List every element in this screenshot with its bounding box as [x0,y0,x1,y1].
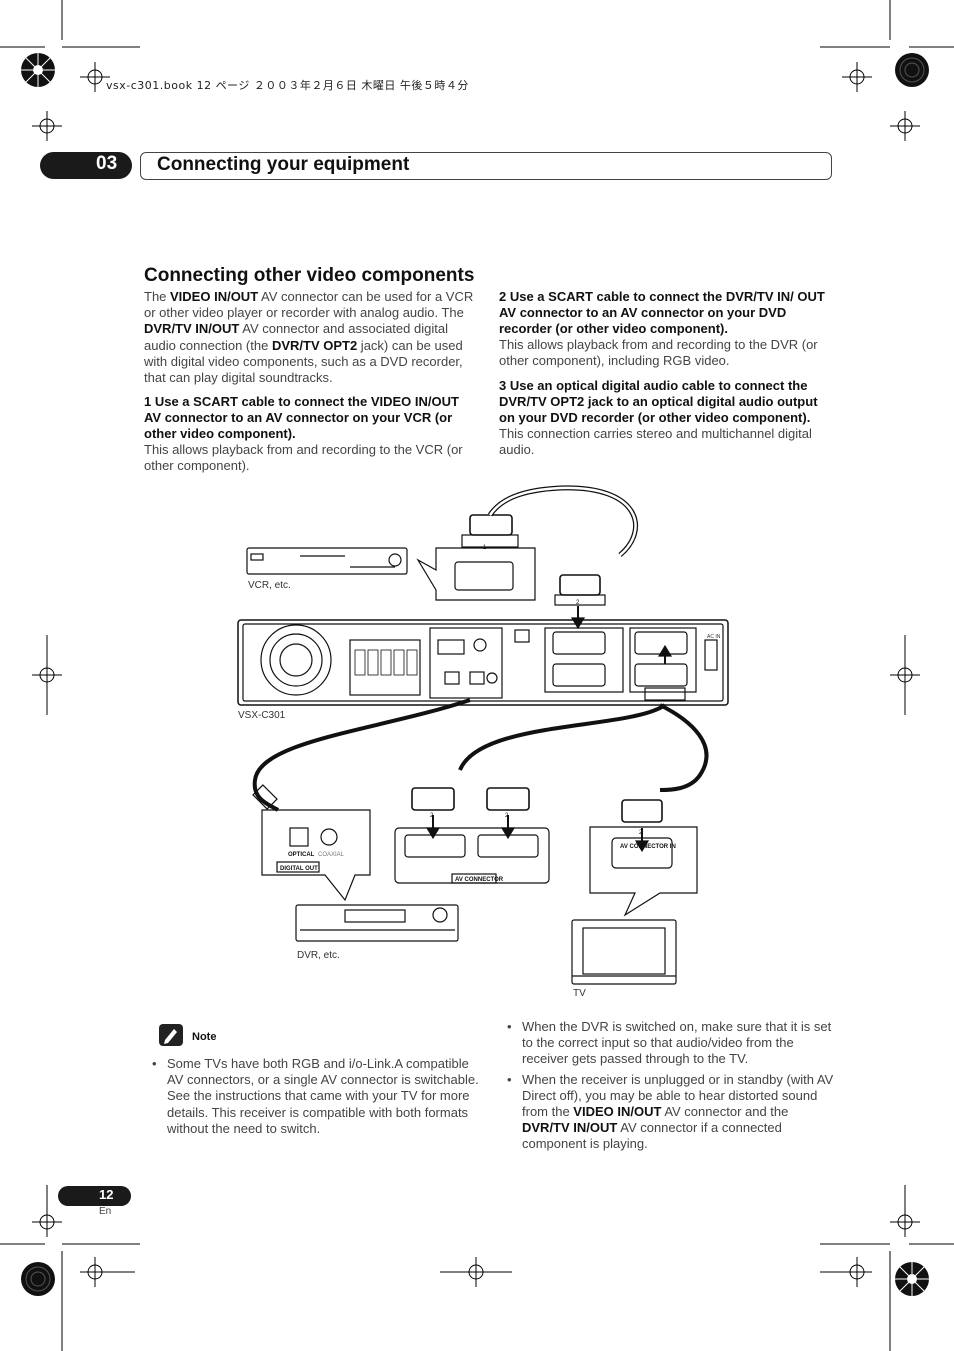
step2-dvr-marker-2: 2 [505,813,509,819]
chapter-number: 03 [96,153,118,174]
right-note-item-1: When the DVR is switched on, make sure t… [499,1019,834,1068]
tv-callout [589,826,698,917]
note-list: Some TVs have both RGB and i/o-Link.A co… [144,1056,479,1141]
tv-label: TV [573,988,586,999]
step-2-heading: 2 Use a SCART cable to connect the DVR/T… [499,289,825,337]
ac-in-label: AC IN [707,634,721,640]
vcr-device [246,547,408,575]
coaxial-label: COAXIAL [318,852,345,858]
chapter-title-bar [140,152,832,180]
starburst-mark-bl [21,1262,55,1296]
chapter-number-badge [40,152,132,179]
page-number: 12 [99,1187,114,1202]
right-note-list: When the DVR is switched on, make sure t… [499,1019,834,1157]
connection-diagram: AC IN OPTICAL DIGITAL OUT AV CONNECTOR A… [237,485,729,985]
vcr-label: VCR, etc. [248,580,291,591]
optical-label: OPTICAL [288,852,315,858]
vcr-callout [416,547,536,601]
dvr-device [295,904,459,942]
page-language: En [99,1206,112,1217]
note-label: Note [192,1031,217,1043]
av-connector-label: AV CONNECTOR [455,877,504,883]
book-header: vsx-c301.book 12 ページ ２００３年２月６日 木曜日 午後５時４… [106,79,469,92]
digital-out-label: DIGITAL OUT [280,866,318,872]
receiver-label: VSX-C301 [238,710,286,721]
starburst-mark-tr [895,53,929,87]
step2-tv-marker: 2 [639,830,643,836]
tv-device [571,919,677,985]
note-pencil-icon [159,1024,183,1046]
receiver-device [237,619,729,706]
chapter-title: Connecting your equipment [157,154,410,175]
step-1-body: This allows playback from and recording … [144,442,463,474]
step-1-heading: 1 Use a SCART cable to connect the VIDEO… [144,394,459,442]
av-connector-in-label: AV CONNECTOR IN [620,844,676,850]
starburst-mark-tl [21,53,55,87]
step-3-body: This connection carries stereo and multi… [499,426,812,458]
registration-mark-tr [842,62,872,92]
step-3-heading: 3 Use an optical digital audio cable to … [499,378,818,426]
dvr-label: DVR, etc. [297,950,340,961]
note-item: Some TVs have both RGB and i/o-Link.A co… [144,1056,479,1137]
step2-marker: 2 [576,600,580,606]
section-title: Connecting other video components [144,265,475,286]
starburst-mark-br [895,1262,929,1296]
right-note-item-2: When the receiver is unplugged or in sta… [499,1072,834,1153]
step-2-body: This allows playback from and recording … [499,337,818,369]
dvr-callout [261,809,371,902]
intro-paragraph: The VIDEO IN/OUT AV connector can be use… [144,289,474,386]
page-number-badge [58,1186,131,1206]
step2-dvr-marker: 2 [430,813,434,819]
registration-mark-tl [80,62,110,92]
step1-marker: 1 [483,545,487,551]
